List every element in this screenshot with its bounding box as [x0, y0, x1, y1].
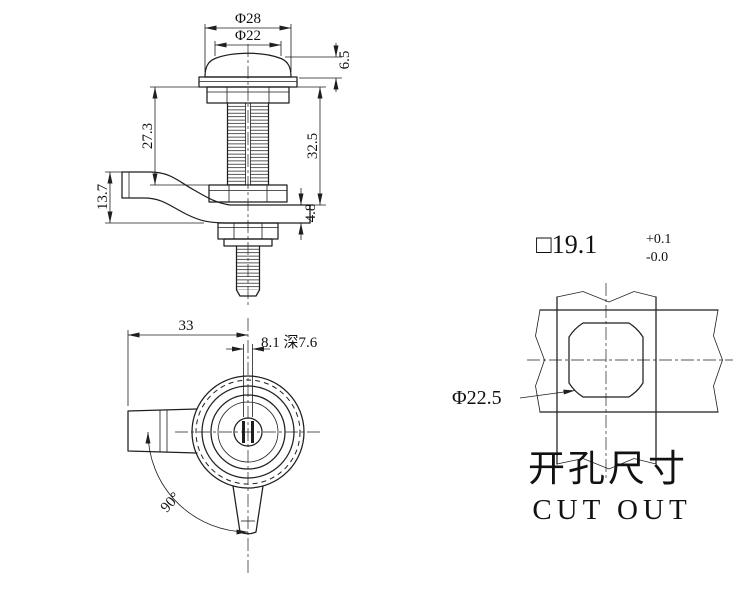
dim-pawl-thickness-group: 4.8 [298, 188, 319, 240]
dim-square-group: □19.1 +0.1 -0.0 [536, 230, 671, 265]
front-view: 90° 33 8.1 深7.6 [127, 318, 322, 576]
cutout-hole [568, 322, 644, 398]
front-centerlines [175, 318, 322, 576]
knob-head [204, 52, 292, 78]
dim-body-left-group: 27.3 [140, 86, 209, 186]
side-view: Φ28 Φ22 6.5 27.3 32.5 13.7 [95, 11, 353, 306]
dim-head-dia-outer: Φ28 [235, 11, 261, 27]
dim-tolerance-lower: -0.0 [646, 250, 668, 265]
arm-front [127, 408, 198, 454]
dim-arm-length-group: 33 [127, 318, 248, 406]
dim-head-height-group: 6.5 [285, 43, 353, 92]
threaded-stud [235, 245, 261, 297]
cutout-title-en: CUT OUT [532, 494, 691, 526]
dim-tolerance-upper: +0.1 [646, 232, 671, 247]
dim-body-right-group: 32.5 [297, 86, 326, 206]
dim-arm-offset: 13.7 [95, 183, 111, 210]
panel-break-lines [535, 291, 723, 470]
dim-slot-group: 8.1 深7.6 [226, 334, 318, 417]
threaded-shaft [226, 102, 270, 186]
leader-line [519, 389, 576, 399]
dim-body-right: 32.5 [305, 133, 321, 159]
cutout-view: □19.1 +0.1 -0.0 Φ22.5 开孔尺寸 CUT OUT [452, 230, 733, 526]
lock-nut [208, 184, 288, 203]
dim-rotation-angle: 90° [158, 490, 184, 516]
dim-head-dia-top-group: Φ22 [214, 28, 282, 56]
dim-head-dia-top: Φ22 [235, 28, 261, 44]
dim-head-dia-outer-group: Φ28 [204, 11, 292, 72]
cutout-title-cn: 开孔尺寸 [528, 449, 688, 490]
dim-head-height: 6.5 [337, 51, 353, 70]
dim-hole-dia: Φ22.5 [452, 387, 502, 409]
dim-arm-offset-group: 13.7 [95, 171, 204, 224]
cutout-centerlines [527, 283, 733, 478]
dim-body-left: 27.3 [140, 123, 156, 149]
cam-arm [121, 171, 311, 224]
dim-slot-depth: 8.1 深7.6 [261, 334, 318, 351]
dim-square-size: □19.1 [536, 230, 597, 259]
dim-arm-length: 33 [179, 318, 194, 334]
dim-pawl-thickness: 4.8 [303, 204, 319, 223]
dim-hole-dia-group: Φ22.5 [452, 387, 576, 409]
